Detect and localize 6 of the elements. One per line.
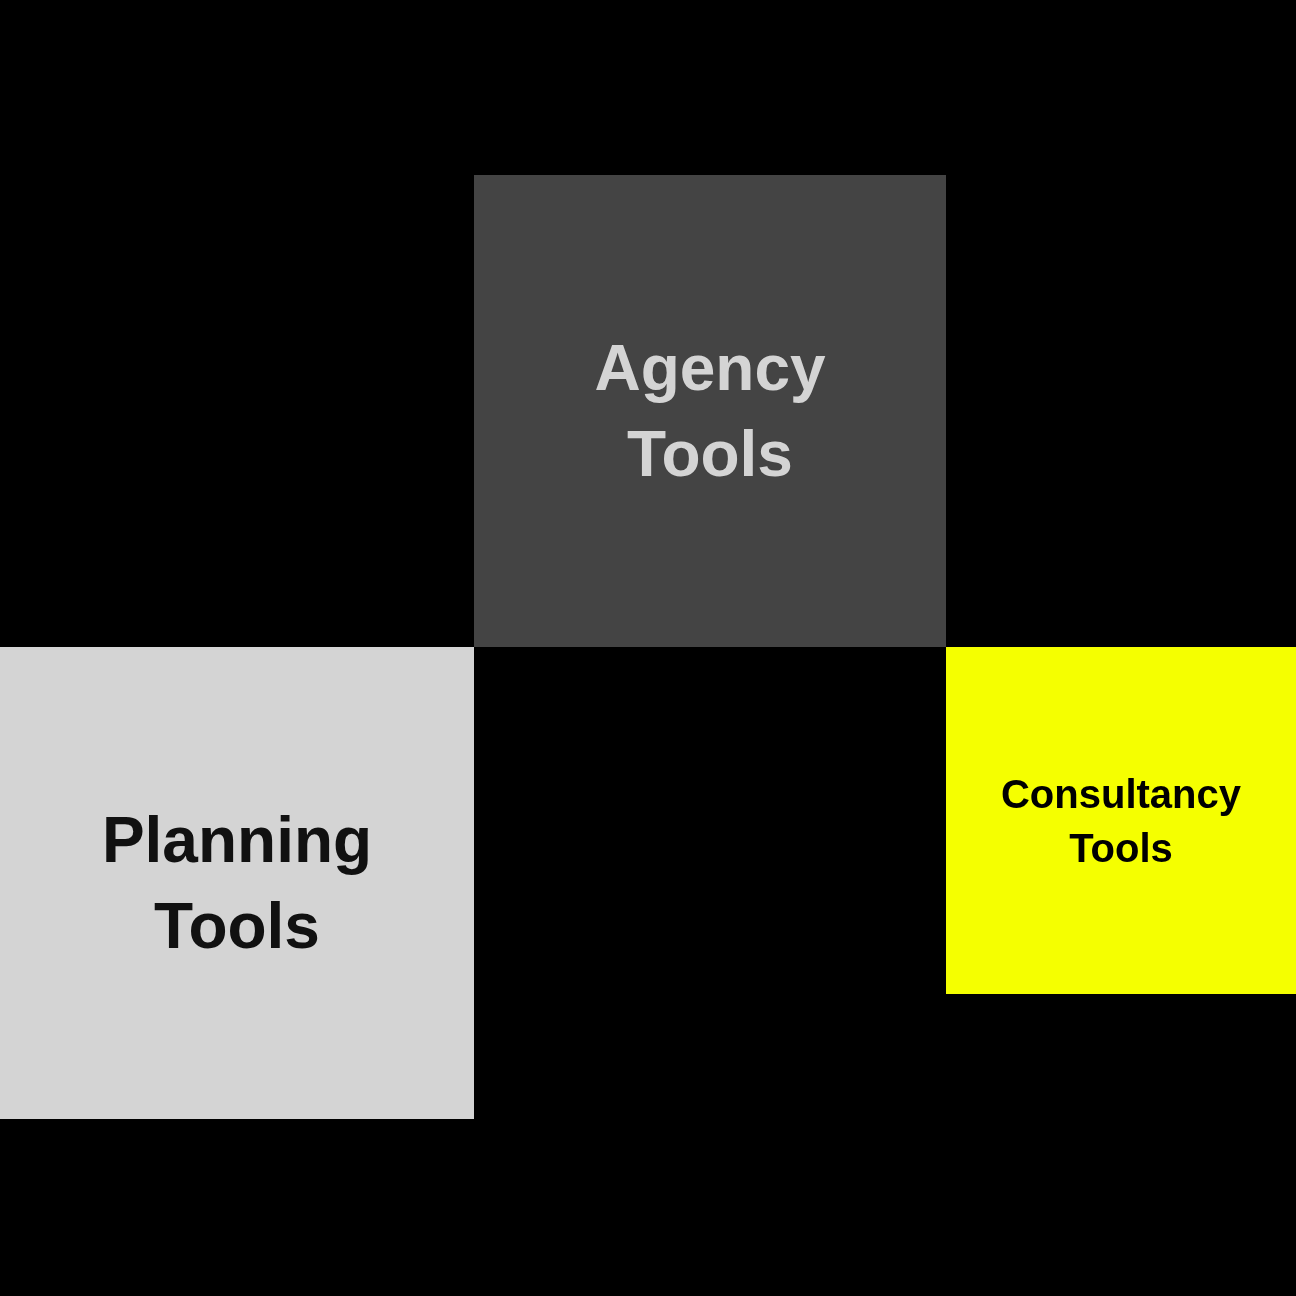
category-box — [474, 175, 946, 647]
category-label: Planning Tools — [100, 802, 374, 964]
category-label: Consultancy Tools — [999, 770, 1242, 872]
category-box — [0, 647, 474, 1119]
category-box — [946, 647, 1296, 994]
category-label: Agency Tools — [593, 330, 827, 492]
